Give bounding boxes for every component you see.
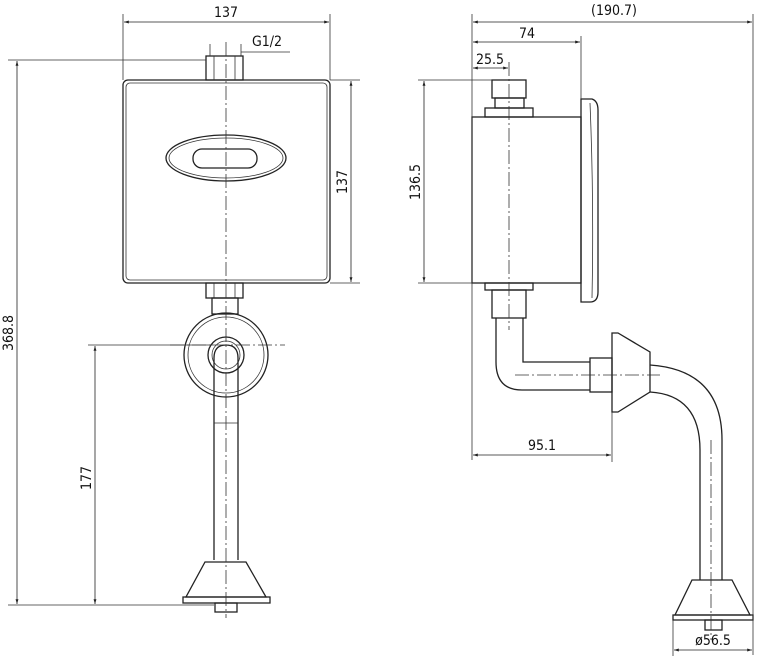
inlet-nut	[205, 55, 244, 81]
elbow-pipe	[495, 318, 590, 391]
sensor-slot	[192, 148, 258, 169]
front-view: 137 G1/2 137 368.8 177	[1, 5, 360, 618]
wall-escutcheon	[611, 332, 651, 413]
dim-outlet-offset: 95.1	[528, 438, 556, 454]
dim-width: 137	[214, 5, 238, 21]
dim-height: 137	[335, 170, 351, 194]
dim-body-height: 136.5	[408, 164, 424, 200]
side-view: (190.7) 74 25.5 136.5 95.1 ø56.5	[408, 3, 754, 656]
dim-inlet-offset: 25.5	[476, 52, 504, 68]
dim-total-height: 368.8	[1, 315, 17, 351]
dim-outlet-height: 177	[79, 466, 95, 490]
valve-body-side	[471, 116, 582, 284]
base-flange-side	[673, 579, 752, 616]
outlet-pipe-side	[649, 364, 723, 580]
outlet-nut	[205, 282, 244, 299]
dim-body-depth: 74	[519, 26, 535, 42]
dim-overall-depth: (190.7)	[591, 3, 637, 19]
dim-base-diameter: ø56.5	[695, 633, 731, 649]
dim-thread: G1/2	[252, 34, 282, 50]
front-cover-side	[580, 98, 599, 303]
